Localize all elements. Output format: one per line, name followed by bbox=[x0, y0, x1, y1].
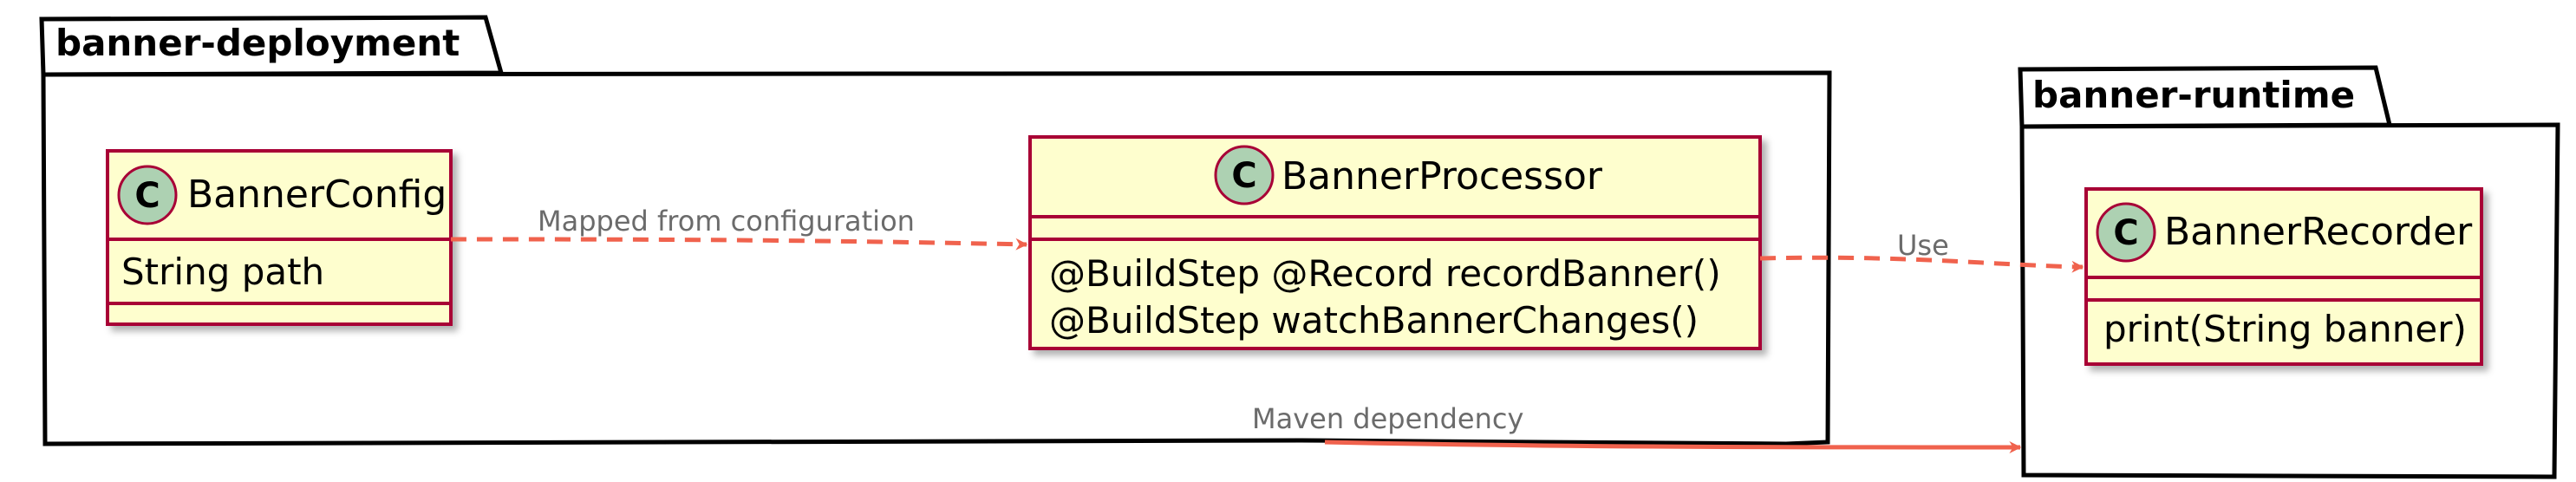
class-stereotype-icon bbox=[2096, 202, 2156, 263]
package-title: banner-runtime bbox=[2032, 74, 2355, 116]
edge-label: Maven dependency bbox=[1252, 402, 1523, 435]
edge-mapped-from-configuration: Mapped from configuration bbox=[450, 205, 1028, 251]
class-banner-config: C BannerConfig String path bbox=[106, 149, 453, 326]
class-name: BannerProcessor bbox=[1281, 154, 1603, 199]
class-member: @BuildStep @Record recordBanner() bbox=[1049, 252, 1721, 295]
class-name: BannerConfig bbox=[187, 173, 447, 217]
edge-maven-dependency: Maven dependency bbox=[1252, 402, 2022, 453]
class-banner-processor: C BannerProcessor @BuildStep @Record rec… bbox=[1028, 135, 1762, 350]
class-member: print(String banner) bbox=[2103, 308, 2467, 350]
stereotype-letter: C bbox=[134, 176, 160, 216]
class-member: String path bbox=[121, 251, 324, 293]
class-banner-recorder: C BannerRecorder print(String banner) bbox=[2084, 187, 2483, 366]
class-stereotype-icon bbox=[117, 165, 178, 225]
stereotype-letter: C bbox=[2113, 213, 2138, 253]
stereotype-letter: C bbox=[1231, 156, 1256, 196]
edge-use: Use bbox=[1759, 229, 2084, 273]
edge-label: Use bbox=[1897, 229, 1949, 262]
class-stereotype-icon bbox=[1214, 145, 1275, 205]
package-title: banner-deployment bbox=[55, 22, 460, 64]
class-name: BannerRecorder bbox=[2164, 210, 2473, 254]
class-member: @BuildStep watchBannerChanges() bbox=[1049, 299, 1699, 342]
edge-label: Mapped from configuration bbox=[538, 205, 915, 238]
